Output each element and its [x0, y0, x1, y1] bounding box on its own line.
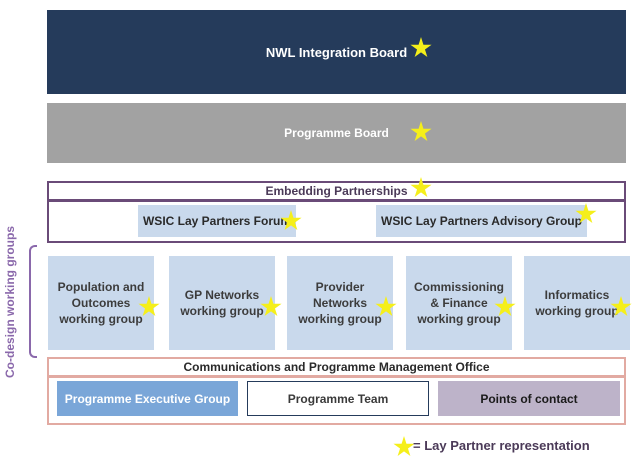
embedding-partnerships-header: Embedding Partnerships [47, 181, 626, 201]
lay-partners-advisory-label: WSIC Lay Partners Advisory Group [381, 214, 582, 228]
comms-pmo-header: Communications and Programme Management … [47, 357, 626, 377]
lay-partners-forum-label: WSIC Lay Partners Forum [142, 214, 292, 228]
integration-board-box: NWL Integration Board [47, 10, 626, 94]
programme-executive-group-label: Programme Executive Group [64, 391, 231, 406]
lay-partners-advisory-box: WSIC Lay Partners Advisory Group [376, 205, 587, 237]
working-group-box: Provider Networks working group [287, 256, 393, 350]
legend-text: = Lay Partner representation [413, 438, 590, 453]
integration-board-label: NWL Integration Board [265, 44, 408, 60]
working-group-label: Provider Networks working group [298, 280, 382, 326]
working-group-label: GP Networks working group [180, 288, 264, 318]
programme-team-label: Programme Team [287, 391, 389, 406]
programme-board-box: Programme Board [47, 103, 626, 163]
codesign-bracket [29, 245, 37, 358]
embedding-partnerships-title: Embedding Partnerships [265, 184, 408, 198]
working-group-box: Population and Outcomes working group [48, 256, 154, 350]
points-of-contact-label: Points of contact [480, 391, 578, 406]
working-group-label: Informatics working group [535, 288, 619, 318]
working-group-box: Commissioning & Finance working group [406, 256, 512, 350]
working-group-label: Population and Outcomes working group [57, 280, 145, 326]
programme-executive-group-box: Programme Executive Group [57, 381, 238, 416]
lay-partners-forum-box: WSIC Lay Partners Forum [138, 205, 296, 237]
working-group-box: Informatics working group [524, 256, 630, 350]
comms-pmo-title: Communications and Programme Management … [183, 360, 490, 374]
working-group-box: GP Networks working group [169, 256, 275, 350]
points-of-contact-box: Points of contact [438, 381, 620, 416]
programme-team-box: Programme Team [247, 381, 429, 416]
legend-star-icon [393, 436, 415, 457]
working-group-label: Commissioning & Finance working group [413, 280, 504, 326]
programme-board-label: Programme Board [284, 126, 389, 140]
codesign-side-label: Co-design working groups [3, 226, 17, 378]
